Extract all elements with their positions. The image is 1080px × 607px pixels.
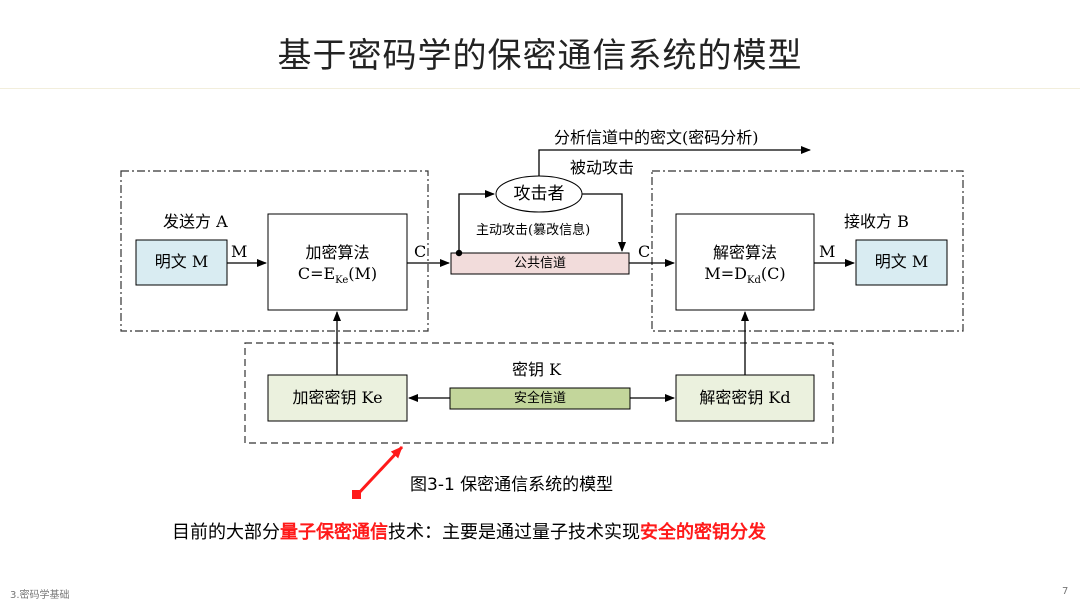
analysis-label: 分析信道中的密文(密码分析) <box>554 128 759 147</box>
summary-highlight2: 安全的密钥分发 <box>640 522 766 543</box>
figure-caption: 图3-1 保密通信系统的模型 <box>410 475 614 495</box>
plaintext-right-box <box>855 239 948 286</box>
receiver-label: 接收方 B <box>844 212 909 231</box>
active-attack-label: 主动攻击(篡改信息) <box>476 223 591 238</box>
passive-attack-label: 被动攻击 <box>570 158 635 177</box>
arrow-c-right-label: C <box>638 242 651 261</box>
decrypt-formula-suffix: (C) <box>760 264 786 283</box>
dec-key-label: 解密密钥 Kd <box>699 388 791 407</box>
title-divider <box>0 88 1080 89</box>
summary-line: 目前的大部分量子保密通信技术：主要是通过量子技术实现安全的密钥分发 <box>172 518 766 544</box>
red-pointer-tail <box>352 490 361 499</box>
plaintext-left-label: 明文 M <box>154 252 209 271</box>
passive-attack-arrow <box>538 146 811 176</box>
attacker-label: 攻击者 <box>513 184 565 204</box>
decrypt-title: 解密算法 <box>712 243 777 262</box>
summary-part2: 技术：主要是通过量子技术实现 <box>388 522 640 543</box>
decrypt-formula-sub: Kd <box>747 275 761 287</box>
arrow-c-left-label: C <box>414 242 427 261</box>
encrypt-formula-prefix: C=E <box>297 264 336 283</box>
plaintext-left-box <box>135 239 228 286</box>
encrypt-formula: C=EKe(M) <box>268 264 407 291</box>
summary-highlight1: 量子保密通信 <box>280 522 388 543</box>
enc-key-label: 加密密钥 Ke <box>292 388 383 407</box>
encrypt-formula-sub: Ke <box>335 275 349 287</box>
key-region <box>244 342 834 444</box>
decrypt-box <box>675 213 815 311</box>
arrow-m-right-label: M <box>819 242 836 261</box>
sender-label: 发送方 A <box>163 212 228 231</box>
public-channel-label: 公共信道 <box>513 256 566 271</box>
receiver-region <box>651 170 964 332</box>
encrypt-formula-suffix: (M) <box>348 264 378 283</box>
red-pointer-arrow <box>355 445 404 497</box>
tap-to-attacker <box>455 190 495 257</box>
summary-part1: 目前的大部分 <box>172 522 280 543</box>
decrypt-formula: M=DKd(C) <box>676 264 814 291</box>
decrypt-formula-prefix: M=D <box>704 264 747 283</box>
arrow-m-left-label: M <box>231 242 248 261</box>
slide-title: 基于密码学的保密通信系统的模型 <box>277 36 803 76</box>
footer-section: 3.密码学基础 <box>10 590 70 601</box>
sender-region <box>120 170 429 332</box>
key-label: 密钥 K <box>512 360 562 379</box>
encrypt-title: 加密算法 <box>305 243 370 262</box>
secure-channel-label: 安全信道 <box>513 391 566 406</box>
encrypt-box <box>267 213 408 311</box>
page-number: 7 <box>1062 586 1069 597</box>
active-attack-arrow <box>582 193 626 252</box>
plaintext-right-label: 明文 M <box>874 252 929 271</box>
